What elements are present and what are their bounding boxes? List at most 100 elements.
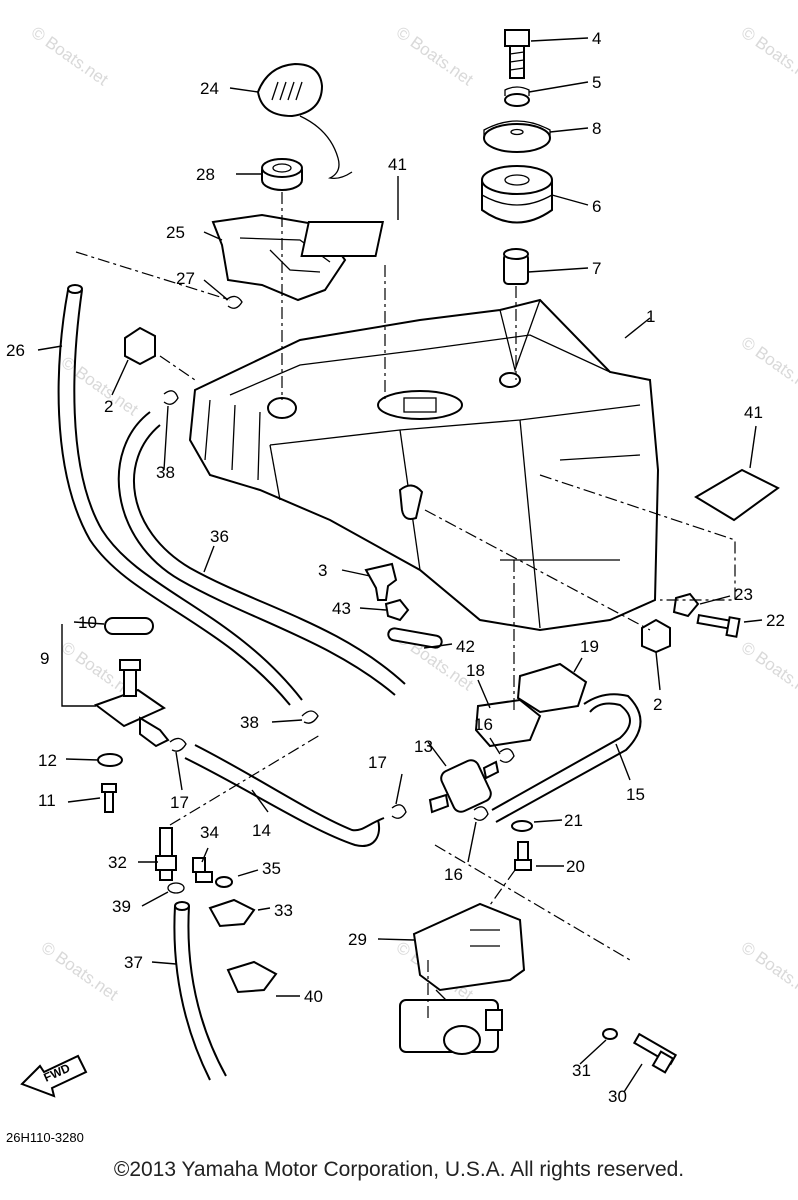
callout-3: 3 [318, 561, 327, 580]
part-clip-17-left [169, 737, 187, 752]
callouts: 1 2 2 3 4 5 6 7 8 9 10 11 12 13 14 15 16… [6, 29, 785, 1106]
watermark-1: © Boats.net [28, 23, 112, 90]
watermark-2: © Boats.net [393, 23, 477, 90]
center-lines [75, 192, 736, 1020]
callout-35: 35 [262, 859, 281, 878]
copyright-notice: ©2013 Yamaha Motor Corporation, U.S.A. A… [113, 1158, 685, 1181]
part-fuel-pump [399, 902, 526, 1055]
callout-30: 30 [608, 1087, 627, 1106]
part-washer-21 [511, 820, 533, 832]
callout-10: 10 [78, 613, 97, 632]
callout-24: 24 [200, 79, 219, 98]
callout-6: 6 [592, 197, 601, 216]
part-grommet-right [641, 618, 671, 654]
callout-36: 36 [210, 527, 229, 546]
leader-lines [37, 37, 763, 1093]
part-clip-38-low [301, 710, 319, 724]
callout-2-left: 2 [104, 397, 113, 416]
watermark-4: © Boats.net [58, 353, 142, 420]
part-hose-14 [184, 744, 385, 847]
callout-33: 33 [274, 901, 293, 920]
callout-38-low: 38 [240, 713, 259, 732]
part-grommet-left [124, 326, 156, 366]
part-pad-right [694, 468, 780, 522]
part-bolt-30 [632, 1032, 678, 1074]
callout-25: 25 [166, 223, 185, 242]
watermark-6: © Boats.net [738, 333, 798, 400]
part-clamp-40 [226, 960, 278, 994]
callout-1: 1 [646, 307, 655, 326]
part-bolt-22 [696, 613, 741, 638]
part-collar-7 [503, 248, 529, 285]
part-hose-36 [117, 411, 406, 696]
callout-12: 12 [38, 751, 57, 770]
part-collar-23 [672, 592, 700, 618]
callout-14: 14 [252, 821, 271, 840]
callout-29: 29 [348, 930, 367, 949]
callout-11: 11 [38, 791, 56, 810]
part-band-42 [387, 627, 443, 649]
callout-17-left: 17 [170, 793, 189, 812]
callout-40: 40 [304, 987, 323, 1006]
callout-41-right: 41 [744, 403, 763, 422]
callout-37: 37 [124, 953, 143, 972]
part-bolt-4 [504, 29, 530, 79]
part-joint-32 [155, 827, 177, 881]
part-fuel-cap [256, 62, 353, 180]
callout-2-right: 2 [653, 695, 662, 714]
part-filler-grommet [261, 158, 303, 191]
part-vent-3 [364, 562, 398, 601]
figure-code: 26H110-3280 [6, 1130, 84, 1145]
part-clip-39 [167, 882, 185, 894]
part-clamp-33 [208, 898, 256, 928]
part-clip-16-low [473, 806, 489, 821]
callout-5: 5 [592, 73, 601, 92]
part-bolt-20 [514, 841, 532, 871]
callout-16-low: 16 [444, 865, 463, 884]
callout-17-right: 17 [368, 753, 387, 772]
part-grommet-43 [384, 598, 410, 622]
callout-28: 28 [196, 165, 215, 184]
callout-27: 27 [176, 269, 195, 288]
watermark-10: © Boats.net [38, 938, 122, 1005]
callout-4: 4 [592, 29, 601, 48]
fwd-arrow-icon: FWD [20, 1054, 88, 1098]
part-collar-5 [504, 86, 530, 107]
part-hose-37 [173, 901, 227, 1081]
part-pad-top [300, 221, 385, 257]
callout-23: 23 [734, 585, 753, 604]
part-washer-12 [97, 753, 123, 767]
callout-41-top: 41 [388, 155, 407, 174]
callout-18: 18 [466, 661, 485, 680]
part-screw-11 [101, 783, 117, 813]
part-fuel-cock [93, 617, 170, 748]
callout-34: 34 [200, 823, 219, 842]
callout-22: 22 [766, 611, 785, 630]
part-washer-8 [483, 120, 551, 153]
callout-31: 31 [572, 1061, 591, 1080]
watermark-3: © Boats.net [738, 23, 798, 90]
callout-42: 42 [456, 637, 475, 656]
part-clip-17-right [391, 804, 407, 819]
callout-9: 9 [40, 649, 49, 668]
callout-13: 13 [414, 737, 433, 756]
part-washer-35 [215, 876, 233, 888]
part-clip-16-top [499, 748, 515, 763]
callout-15: 15 [626, 785, 645, 804]
part-clip-27 [225, 295, 243, 309]
callout-16-top: 16 [474, 715, 493, 734]
part-fuel-tank [188, 298, 660, 632]
part-bracket-19 [516, 662, 588, 714]
watermark-9: © Boats.net [738, 638, 798, 705]
callout-39: 39 [112, 897, 131, 916]
part-clip-38-top [163, 390, 179, 405]
callout-7: 7 [592, 259, 601, 278]
callout-38-top: 38 [156, 463, 175, 482]
part-damper-6 [481, 165, 553, 224]
callout-20: 20 [566, 857, 585, 876]
part-fuel-filter [428, 759, 500, 814]
watermark-12: © Boats.net [738, 938, 798, 1005]
callout-19: 19 [580, 637, 599, 656]
callout-21: 21 [564, 811, 583, 830]
